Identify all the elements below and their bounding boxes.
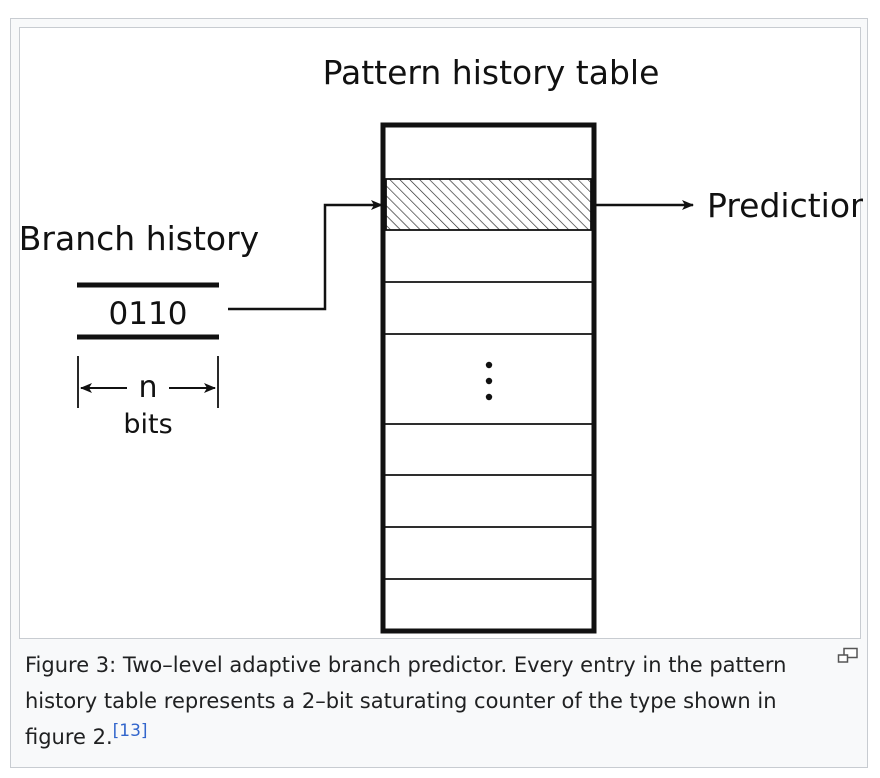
width-symbol: n (138, 370, 157, 405)
width-dimension: n bits (77, 356, 219, 440)
reference-link[interactable]: [13] (112, 721, 148, 741)
ellipsis-dots (485, 361, 493, 401)
figure-image[interactable]: Pattern history table Branch history (19, 27, 863, 639)
figure-thumbnail: Pattern history table Branch history (10, 18, 868, 768)
figure-caption: Figure 3: Two–level adaptive branch pred… (25, 647, 835, 755)
width-unit: bits (123, 409, 172, 440)
branch-history-label: Branch history (19, 219, 259, 258)
branch-predictor-diagram: Pattern history table Branch history (19, 53, 863, 634)
magnify-clip-icon[interactable] (837, 647, 859, 665)
selected-entry (385, 178, 592, 231)
branch-history-register: 0110 (77, 282, 219, 340)
register-value: 0110 (109, 296, 188, 332)
index-arrow (228, 200, 383, 311)
caption-text: Figure 3: Two–level adaptive branch pred… (25, 653, 787, 749)
prediction-label: Prediction (707, 186, 863, 225)
pattern-history-table (380, 122, 597, 634)
table-title: Pattern history table (323, 53, 660, 92)
